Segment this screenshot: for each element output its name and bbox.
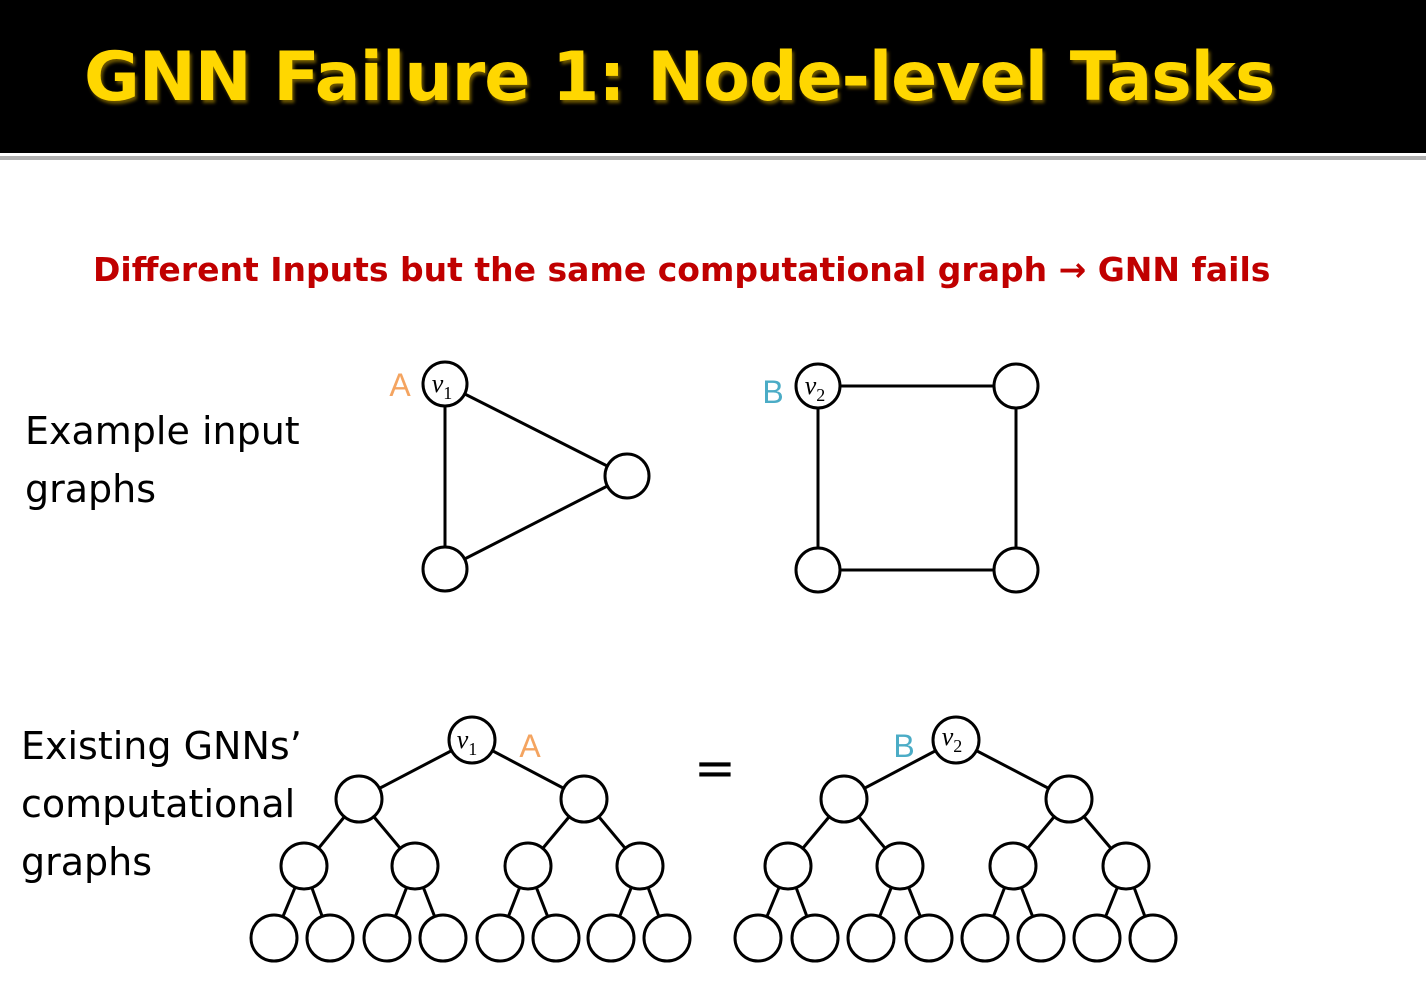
computational-tree-a xyxy=(249,715,692,963)
tree-a-node xyxy=(390,841,440,891)
triangle-node-v1 xyxy=(421,360,469,408)
tree-a-node xyxy=(475,913,525,963)
tree-b-node xyxy=(819,774,869,824)
computational-graphs-label-line-2: computational xyxy=(21,782,296,826)
triangle-node-var: v1 xyxy=(432,369,453,403)
square-node-letter: B xyxy=(762,374,783,410)
triangle-graph xyxy=(421,360,651,593)
computational-graphs-label-line-1: Existing GNNs’ xyxy=(21,724,302,768)
tree-a-root-letter: A xyxy=(519,728,541,764)
tree-a-node xyxy=(586,913,636,963)
tree-b-edges xyxy=(756,738,1155,939)
square-node-bottom-left xyxy=(794,546,842,594)
tree-a-nodes xyxy=(249,715,692,963)
tree-b-node xyxy=(733,913,783,963)
tree-b-node xyxy=(960,913,1010,963)
computational-graphs-label: Existing GNNs’ computational graphs xyxy=(21,717,302,891)
tree-b-node xyxy=(763,841,813,891)
tree-b-node xyxy=(904,913,954,963)
tree-a-node xyxy=(531,913,581,963)
square-graph xyxy=(794,362,1040,594)
tree-b-root-letter: B xyxy=(893,728,914,764)
tree-a-root-var-subscript: 1 xyxy=(468,739,477,759)
tree-a-node xyxy=(362,913,412,963)
title-divider xyxy=(0,156,1426,160)
tree-a-node xyxy=(615,841,665,891)
equals-sign: = xyxy=(694,739,736,797)
triangle-edge-top xyxy=(444,382,628,478)
tree-a-node xyxy=(249,913,299,963)
tree-a-root-var: v1 xyxy=(457,725,478,759)
tree-a-node xyxy=(279,841,329,891)
tree-b-node xyxy=(875,841,925,891)
tree-a-node xyxy=(559,774,609,824)
square-node-var: v2 xyxy=(805,371,826,405)
triangle-node-letter: A xyxy=(389,367,411,403)
square-node-var-subscript: 2 xyxy=(816,385,825,405)
computational-tree-b xyxy=(733,715,1178,963)
tree-a-node xyxy=(334,774,384,824)
tree-b-root-var-symbol: v xyxy=(942,722,954,751)
triangle-edge-bottom xyxy=(444,474,628,571)
triangle-node-var-subscript: 1 xyxy=(443,383,452,403)
slide-subtitle: Different Inputs but the same computatio… xyxy=(93,250,1271,289)
title-bar xyxy=(0,0,1426,153)
triangle-node-bottom xyxy=(421,545,469,593)
tree-b-nodes xyxy=(733,715,1178,963)
tree-b-root-var: v2 xyxy=(942,722,963,756)
input-graphs-label-line-2: graphs xyxy=(25,467,157,511)
tree-a-node xyxy=(305,913,355,963)
square-node-v2 xyxy=(794,362,842,410)
triangle-node-right xyxy=(603,452,651,500)
tree-a-node xyxy=(418,913,468,963)
tree-b-node xyxy=(846,913,896,963)
tree-a-root-var-symbol: v xyxy=(457,725,469,754)
triangle-node-var-symbol: v xyxy=(432,369,444,398)
tree-b-node xyxy=(988,841,1038,891)
input-graphs-label: Example input graphs xyxy=(25,402,300,518)
tree-b-node xyxy=(1016,913,1066,963)
tree-a-edges xyxy=(272,738,669,939)
slide-title: GNN Failure 1: Node-level Tasks xyxy=(84,38,1275,117)
square-node-top-right xyxy=(992,362,1040,410)
square-node-bottom-right xyxy=(992,546,1040,594)
tree-b-continuation: ... xyxy=(938,976,988,1007)
input-graphs-label-line-1: Example input xyxy=(25,409,300,453)
tree-b-node xyxy=(1101,841,1151,891)
tree-a-node xyxy=(447,715,497,765)
tree-b-node xyxy=(1044,774,1094,824)
tree-b-node xyxy=(931,715,981,765)
computational-graphs-label-line-3: graphs xyxy=(21,840,153,884)
tree-b-node xyxy=(1128,913,1178,963)
tree-b-node xyxy=(790,913,840,963)
tree-a-node xyxy=(503,841,553,891)
square-node-var-symbol: v xyxy=(805,371,817,400)
tree-b-root-var-subscript: 2 xyxy=(953,736,962,756)
tree-a-node xyxy=(642,913,692,963)
tree-a-continuation: ... xyxy=(453,976,503,1007)
tree-b-node xyxy=(1072,913,1122,963)
